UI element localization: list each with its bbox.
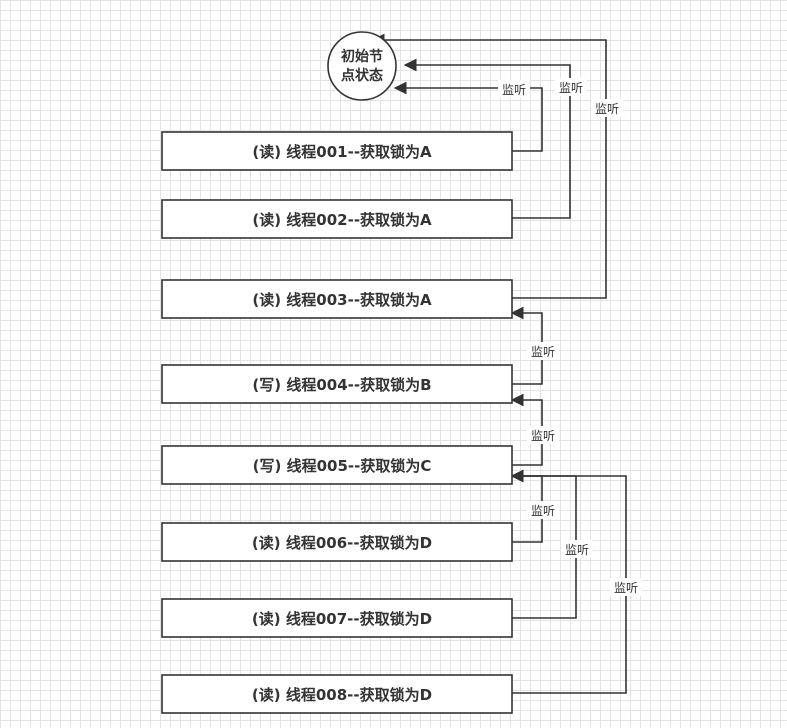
root-label-line1: 初始节: [341, 48, 383, 65]
edge-label: 监听: [559, 81, 583, 95]
thread-label: (读) 线程002--获取锁为A: [252, 211, 432, 229]
thread-label: (写) 线程004--获取锁为B: [252, 376, 431, 394]
thread-node-002: (读) 线程002--获取锁为A: [161, 199, 513, 239]
thread-node-001: (读) 线程001--获取锁为A: [161, 131, 513, 171]
thread-node-004: (写) 线程004--获取锁为B: [161, 364, 513, 404]
edge-label: 监听: [614, 581, 638, 595]
edge-label: 监听: [531, 429, 555, 443]
thread-node-008: (读) 线程008--获取锁为D: [161, 674, 513, 714]
edge-003-root: [371, 33, 607, 299]
edge-label: 监听: [502, 83, 526, 97]
thread-label: (读) 线程006--获取锁为D: [252, 534, 432, 552]
thread-node-007: (读) 线程007--获取锁为D: [161, 598, 513, 638]
edge-labels: 监听 监听 监听 监听 监听 监听 监听 监听: [498, 78, 642, 596]
thread-label: (写) 线程005--获取锁为C: [253, 457, 432, 475]
edge-label: 监听: [531, 504, 555, 518]
edge-001-root: [393, 81, 543, 152]
root-node: 初始节 点状态: [327, 31, 397, 101]
edge-label: 监听: [595, 102, 619, 116]
thread-label: (读) 线程007--获取锁为D: [252, 610, 432, 628]
thread-node-003: (读) 线程003--获取锁为A: [161, 279, 513, 319]
edge-label: 监听: [531, 345, 555, 359]
thread-label: (读) 线程001--获取锁为A: [252, 143, 432, 161]
thread-nodes: (读) 线程001--获取锁为A (读) 线程002--获取锁为A (读) 线程…: [161, 131, 513, 714]
thread-node-005: (写) 线程005--获取锁为C: [161, 445, 513, 485]
edge-label: 监听: [565, 543, 589, 557]
thread-label: (读) 线程008--获取锁为D: [252, 686, 432, 704]
edge-002-root: [403, 58, 571, 219]
thread-label: (读) 线程003--获取锁为A: [252, 291, 432, 309]
root-label-line2: 点状态: [341, 67, 383, 84]
thread-node-006: (读) 线程006--获取锁为D: [161, 522, 513, 562]
